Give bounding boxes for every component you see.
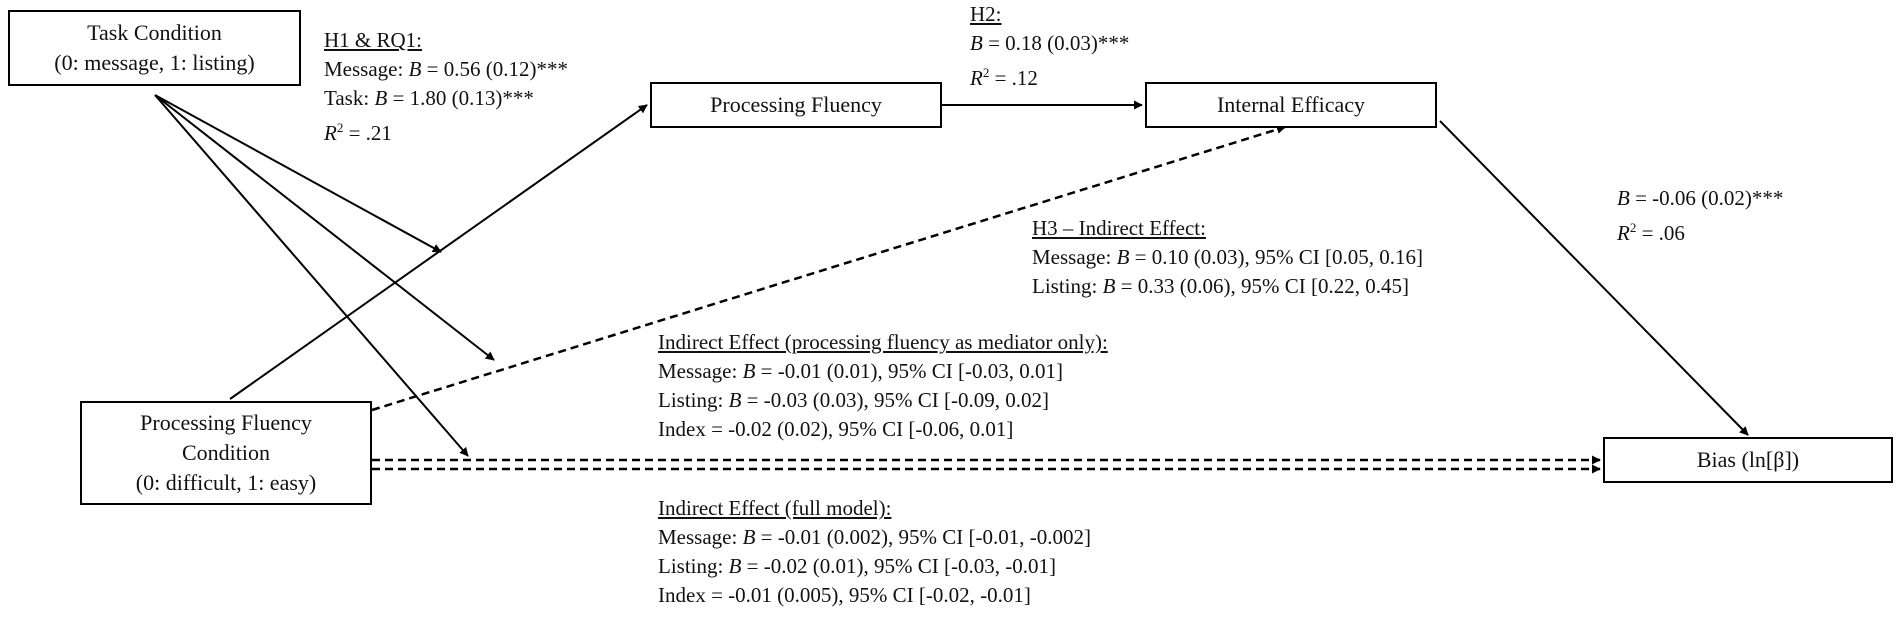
- h2-r2-value: = .12: [989, 66, 1038, 90]
- h1-r2-value: = .21: [343, 121, 392, 145]
- h2-b-value: = 0.18 (0.03)***: [982, 31, 1130, 55]
- h1-task-value: = 1.80 (0.13)***: [387, 86, 534, 110]
- pf-condition-label-1: Processing Fluency: [140, 410, 312, 435]
- processing-fluency-label: Processing Fluency: [710, 92, 882, 117]
- bias-path-b-line: B = -0.06 (0.02)***: [1617, 184, 1783, 213]
- node-processing-fluency: Processing Fluency: [650, 82, 942, 128]
- h1-r2-r: R: [324, 121, 337, 145]
- h3-listing-value: = 0.33 (0.06), 95% CI [0.22, 0.45]: [1115, 274, 1409, 298]
- h1-message-b: B: [408, 57, 422, 81]
- annotation-bias-path: B = -0.06 (0.02)*** R2 = .06: [1617, 184, 1783, 248]
- indirect-full-listing-value: = -0.02 (0.01), 95% CI [-0.03, -0.01]: [741, 554, 1056, 578]
- h3-listing-line: Listing: B = 0.33 (0.06), 95% CI [0.22, …: [1032, 272, 1423, 301]
- h3-listing-b: B: [1102, 274, 1116, 298]
- h1-message-value: = 0.56 (0.12)***: [421, 57, 568, 81]
- node-bias: Bias (ln[β]): [1603, 437, 1893, 483]
- indirect-full-listing-prefix: Listing:: [658, 554, 729, 578]
- annotation-h3: H3 – Indirect Effect: Message: B = 0.10 …: [1032, 214, 1423, 301]
- h2-r2-sup: 2: [982, 65, 990, 80]
- bias-path-r2-line: R2 = .06: [1617, 213, 1783, 248]
- indirect-pf-message-value: = -0.01 (0.01), 95% CI [-0.03, 0.01]: [755, 359, 1063, 383]
- indirect-pf-message-line: Message: B = -0.01 (0.01), 95% CI [-0.03…: [658, 357, 1108, 386]
- internal-efficacy-label: Internal Efficacy: [1216, 92, 1365, 117]
- h2-b: B: [970, 31, 983, 55]
- task-condition-coding: (0: message, 1: listing): [54, 50, 255, 75]
- node-internal-efficacy: Internal Efficacy: [1145, 82, 1437, 128]
- indirect-pf-message-b: B: [742, 359, 756, 383]
- h2-r2-line: R2 = .12: [970, 58, 1129, 93]
- indirect-full-heading: Indirect Effect (full model):: [658, 496, 892, 520]
- h1-heading: H1 & RQ1:: [324, 28, 423, 52]
- indirect-pf-heading: Indirect Effect (processing fluency as m…: [658, 330, 1108, 354]
- h1-task-prefix: Task:: [324, 86, 375, 110]
- h2-r2-r: R: [970, 66, 983, 90]
- indirect-full-message-value: = -0.01 (0.002), 95% CI [-0.01, -0.002]: [755, 525, 1091, 549]
- h2-b-line: B = 0.18 (0.03)***: [970, 29, 1129, 58]
- pf-condition-label-2: Condition: [181, 440, 270, 465]
- indirect-full-message-line: Message: B = -0.01 (0.002), 95% CI [-0.0…: [658, 523, 1091, 552]
- indirect-full-listing-line: Listing: B = -0.02 (0.01), 95% CI [-0.03…: [658, 552, 1091, 581]
- bias-label: Bias (ln[β]): [1696, 447, 1800, 472]
- h3-message-value: = 0.10 (0.03), 95% CI [0.05, 0.16]: [1129, 245, 1423, 269]
- indirect-full-listing-b: B: [728, 554, 742, 578]
- h3-message-prefix: Message:: [1032, 245, 1117, 269]
- h1-r2-sup: 2: [336, 120, 344, 135]
- h3-message-line: Message: B = 0.10 (0.03), 95% CI [0.05, …: [1032, 243, 1423, 272]
- node-task-condition: Task Condition (0: message, 1: listing): [8, 10, 301, 86]
- bias-path-b-value: = -0.06 (0.02)***: [1629, 186, 1784, 210]
- h1-message-line: Message: B = 0.56 (0.12)***: [324, 55, 568, 84]
- h1-task-b: B: [374, 86, 388, 110]
- indirect-full-index-line: Index = -0.01 (0.005), 95% CI [-0.02, -0…: [658, 583, 1031, 607]
- annotation-h2: H2: B = 0.18 (0.03)*** R2 = .12: [970, 0, 1129, 93]
- task-condition-label: Task Condition: [87, 20, 222, 45]
- h1-r2-line: R2 = .21: [324, 113, 568, 148]
- h1-task-line: Task: B = 1.80 (0.13)***: [324, 84, 568, 113]
- indirect-pf-listing-line: Listing: B = -0.03 (0.03), 95% CI [-0.09…: [658, 386, 1108, 415]
- arrow-pfcondition-to-internal-efficacy: [371, 125, 1286, 412]
- indirect-pf-listing-value: = -0.03 (0.03), 95% CI [-0.09, 0.02]: [741, 388, 1049, 412]
- h1-message-prefix: Message:: [324, 57, 409, 81]
- h2-heading: H2:: [970, 2, 1002, 26]
- indirect-pf-listing-prefix: Listing:: [658, 388, 729, 412]
- bias-path-r2-r: R: [1617, 221, 1630, 245]
- indirect-full-message-b: B: [742, 525, 756, 549]
- h3-listing-prefix: Listing:: [1032, 274, 1103, 298]
- h3-message-b: B: [1116, 245, 1130, 269]
- indirect-pf-listing-b: B: [728, 388, 742, 412]
- bias-path-r2-value: = .06: [1636, 221, 1685, 245]
- h3-heading: H3 – Indirect Effect:: [1032, 216, 1206, 240]
- indirect-full-message-prefix: Message:: [658, 525, 743, 549]
- indirect-pf-index-line: Index = -0.02 (0.02), 95% CI [-0.06, 0.0…: [658, 417, 1014, 441]
- arrow-pfcondition-to-processing-fluency: [229, 104, 648, 400]
- annotation-h1-rq1: H1 & RQ1: Message: B = 0.56 (0.12)*** Ta…: [324, 26, 568, 148]
- arrow-task-to-h3-path: [154, 94, 495, 361]
- arrow-internal-efficacy-to-bias: [1439, 120, 1749, 436]
- annotation-indirect-pf-only: Indirect Effect (processing fluency as m…: [658, 328, 1108, 444]
- node-processing-fluency-condition: Processing Fluency Condition (0: difficu…: [80, 401, 372, 505]
- bias-path-r2-sup: 2: [1629, 220, 1637, 235]
- pf-condition-coding: (0: difficult, 1: easy): [135, 470, 317, 495]
- annotation-indirect-full: Indirect Effect (full model): Message: B…: [658, 494, 1091, 610]
- indirect-pf-message-prefix: Message:: [658, 359, 743, 383]
- arrow-task-to-h1-path: [154, 94, 442, 253]
- bias-path-b: B: [1617, 186, 1630, 210]
